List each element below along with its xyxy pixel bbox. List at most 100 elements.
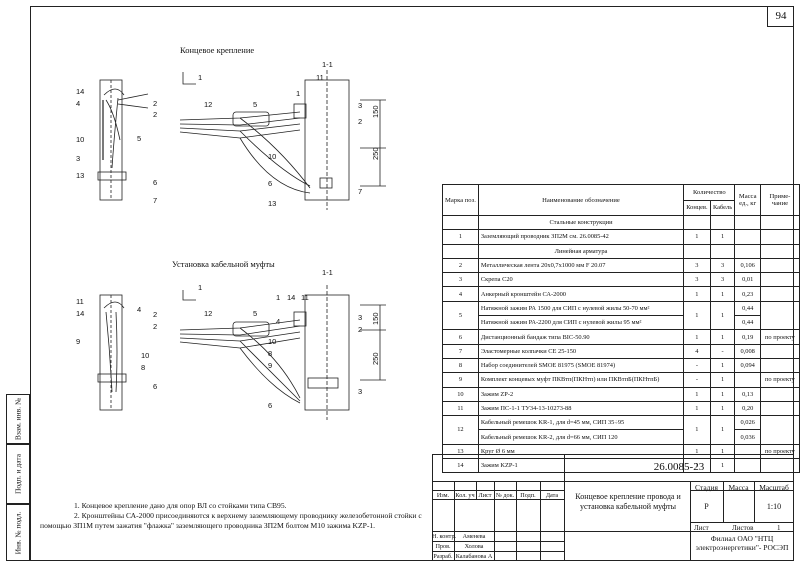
- spec-qty-b: 3: [709, 257, 736, 274]
- svg-text:9: 9: [268, 361, 272, 370]
- side-stamp-inv-orig: Инв. № подл.: [6, 504, 30, 561]
- spec-qty-b: 1: [709, 372, 736, 388]
- side-stamp-sign-date: Подп. и дата: [6, 444, 30, 504]
- svg-text:12: 12: [204, 100, 212, 109]
- svg-text:11: 11: [76, 297, 84, 306]
- spec-pos: 10: [442, 386, 479, 402]
- svg-text:13: 13: [268, 199, 276, 208]
- spec-pos: 9: [442, 372, 479, 388]
- doc-code: 26.0085-23: [653, 461, 705, 473]
- svg-text:14: 14: [76, 87, 84, 96]
- spec-header-row: Марка поз. Наименование обозначение Коли…: [442, 184, 800, 216]
- spec-pos: 7: [442, 343, 479, 359]
- spec-mass: [734, 458, 761, 474]
- spec-mass: 0,026: [734, 415, 761, 431]
- spec-pos: 2: [442, 257, 479, 274]
- svg-text:11: 11: [316, 73, 324, 82]
- stage-value: Р: [704, 502, 709, 511]
- svg-text:11: 11: [301, 293, 309, 302]
- svg-text:13: 13: [76, 171, 84, 180]
- arrow-label-top: 1: [198, 73, 202, 82]
- spec-pos: 5: [442, 300, 479, 331]
- page-number: 94: [767, 6, 794, 27]
- spec-qty-a: 1: [683, 415, 711, 445]
- spec-note: [759, 300, 800, 331]
- spec-row-continued: Кабельный ремешок KR-2, для d=66 мм, СИП…: [443, 429, 800, 445]
- svg-text:5: 5: [253, 309, 257, 318]
- header-name: Наименование обозначение: [477, 184, 685, 216]
- spec-qty-a: 1: [683, 229, 711, 245]
- spec-qty-a: 1: [683, 300, 711, 331]
- spec-qty-b: 1: [709, 329, 736, 345]
- spec-pos: 3: [442, 272, 479, 288]
- spec-name: Зажим ПС-1-1 ТУ34-13-10273-88: [477, 400, 685, 417]
- spec-mass: 0,106: [734, 257, 761, 274]
- spec-pos: 12: [442, 415, 479, 445]
- header-qty-b: Кабель: [709, 199, 736, 217]
- spec-note: [759, 257, 800, 274]
- spec-name: Скрепа С20: [477, 272, 685, 288]
- svg-text:2: 2: [358, 117, 362, 126]
- scale-value: 1:10: [766, 502, 782, 511]
- spec-mass: 0,20: [734, 400, 761, 417]
- svg-text:1: 1: [276, 293, 280, 302]
- title-block: 26.0085-23 Изм. Кол. уч Лист № док. Подп…: [432, 454, 794, 561]
- pole-top-right: [179, 70, 386, 210]
- spec-mass: [734, 229, 761, 245]
- spec-name-alt: Натяжной зажим РА-2200 для СИП с нулевой…: [477, 315, 685, 331]
- spec-note: [759, 343, 800, 359]
- dim-250-b: 250: [371, 352, 380, 365]
- spec-qty-a: 1: [683, 386, 711, 402]
- header-pos: Марка поз.: [442, 184, 479, 216]
- svg-text:6: 6: [153, 382, 157, 391]
- svg-text:4: 4: [76, 99, 80, 108]
- spec-name: Натяжной зажим РА 1500 для СИП с нулевой…: [477, 300, 685, 317]
- spec-qty-a: 1: [683, 443, 711, 460]
- spec-mass: 0,094: [734, 357, 761, 374]
- svg-text:6: 6: [153, 178, 157, 187]
- svg-text:1: 1: [296, 89, 300, 98]
- spec-note: [759, 400, 800, 417]
- svg-text:3: 3: [358, 387, 362, 396]
- spec-row-continued: Натяжной зажим РА-2200 для СИП с нулевой…: [443, 315, 800, 331]
- doc-title: Концевое крепление провода и установка к…: [575, 492, 681, 511]
- spec-qty-a: 1: [683, 286, 711, 302]
- header-note: Приме- чание: [759, 184, 800, 216]
- spec-name: Зажим ZP-2: [477, 386, 685, 402]
- spec-qty-b: 1: [709, 229, 736, 245]
- spec-qty-b: 1: [709, 415, 736, 445]
- cut-label-bottom: 1-1: [322, 268, 333, 277]
- svg-text:2: 2: [153, 322, 157, 331]
- svg-text:5: 5: [137, 134, 141, 143]
- svg-text:3: 3: [358, 101, 362, 110]
- svg-text:2: 2: [153, 110, 157, 119]
- side-stamp-inv-dup: Взам. инв. №: [6, 394, 30, 444]
- svg-text:8: 8: [141, 363, 145, 372]
- spec-mass: 0,13: [734, 386, 761, 402]
- spec-name-alt: Кабельный ремешок KR-2, для d=66 мм, СИП…: [477, 429, 685, 445]
- pole-bottom-left: [97, 294, 127, 411]
- spec-qty-b: -: [709, 343, 736, 359]
- spec-pos: 8: [442, 357, 479, 374]
- svg-text:10: 10: [76, 135, 84, 144]
- side-stamp: Взам. инв. № Подп. и дата Инв. № подл.: [6, 394, 30, 561]
- svg-text:14: 14: [287, 293, 295, 302]
- spec-qty-b: 1: [709, 357, 736, 374]
- spec-pos: 1: [442, 229, 479, 245]
- svg-text:12: 12: [204, 309, 212, 318]
- spec-name: Эластомерные колпачки CE 25-150: [477, 343, 685, 359]
- section-title-cable-joint: Установка кабельной муфты: [172, 259, 275, 269]
- note-2: 2. Кронштейны СА-2000 присоединяются к в…: [40, 511, 422, 530]
- spec-qty-b: 1: [709, 386, 736, 402]
- spec-pos: 4: [442, 286, 479, 302]
- spec-note: [759, 386, 800, 402]
